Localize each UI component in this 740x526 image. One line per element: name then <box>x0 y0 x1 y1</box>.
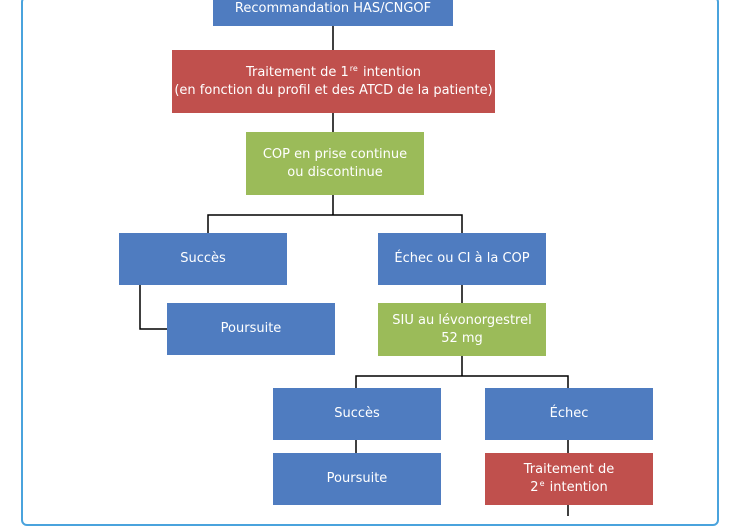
node-cop-line1: COP en prise continue <box>262 146 408 162</box>
first-line-title-post: intention <box>358 64 422 80</box>
node-failure-2-label: Échec <box>549 406 589 421</box>
node-recommendation-label: Recommandation HAS/CNGOF <box>234 1 432 16</box>
node-siu-line1: SIU au lévonorgestrel <box>392 312 532 328</box>
node-cop-line2: ou discontinue <box>287 164 383 180</box>
second-line-post: intention <box>545 480 608 495</box>
node-failure-2: Échec <box>485 388 653 440</box>
node-success-2: Succès <box>273 388 441 440</box>
node-continue-2: Poursuite <box>273 453 441 505</box>
node-success-2-label: Succès <box>334 406 380 421</box>
connector-cop-split <box>207 214 463 233</box>
node-siu-line2: 52 mg <box>441 330 483 346</box>
second-line-pre: 2 <box>530 480 539 495</box>
node-failure-1: Échec ou CI à la COP <box>378 233 546 285</box>
node-continue-2-label: Poursuite <box>326 471 388 486</box>
node-success-1-label: Succès <box>180 251 226 266</box>
node-failure-1-label: Échec ou CI à la COP <box>394 251 530 266</box>
node-first-line-subtitle: (en fonction du profil et des ATCD de la… <box>174 82 493 98</box>
node-cop: COP en prise continue ou discontinue <box>246 132 424 195</box>
node-success-1: Succès <box>119 233 287 285</box>
second-line-sup: e <box>539 479 545 488</box>
node-siu: SIU au lévonorgestrel 52 mg <box>378 303 546 356</box>
node-second-line-line1: Traitement de <box>523 462 615 477</box>
node-continue-1-label: Poursuite <box>220 321 282 336</box>
connector-success1-to-continue1 <box>139 285 167 330</box>
connector-siu-split <box>355 375 569 388</box>
first-line-title-pre: Traitement de 1 <box>245 64 349 80</box>
node-recommendation: Recommandation HAS/CNGOF <box>213 0 453 26</box>
first-line-title-sup: re <box>349 63 358 73</box>
node-continue-1: Poursuite <box>167 303 335 355</box>
